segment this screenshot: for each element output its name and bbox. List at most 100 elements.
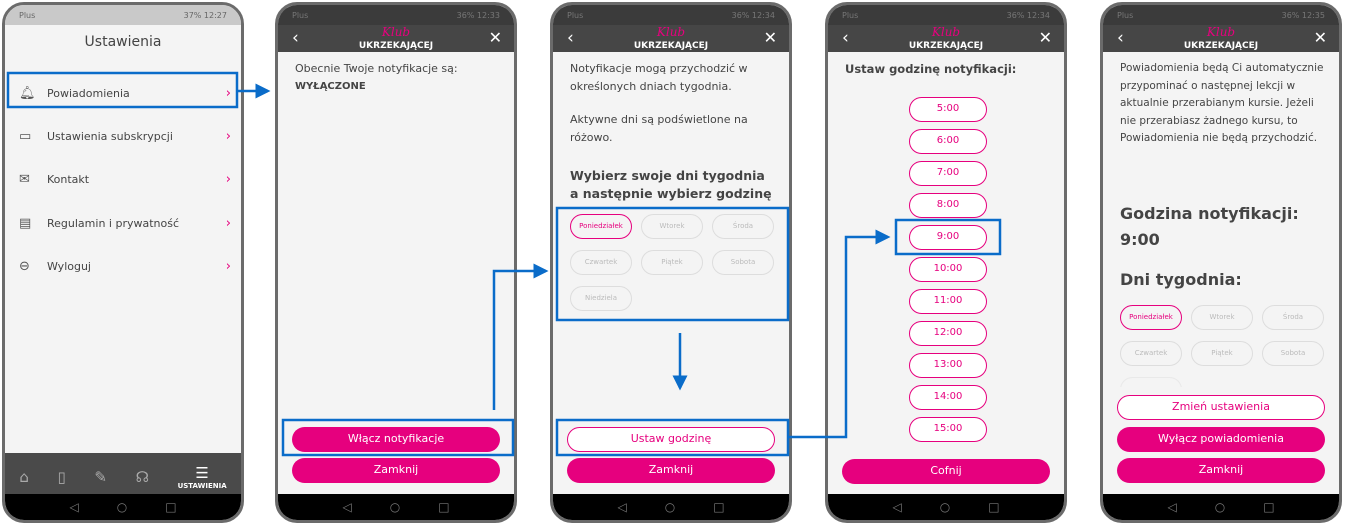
settings-item-subscription[interactable]: ▭Ustawienia subskrypcji› (19, 121, 231, 151)
hour-label: Godzina notyfikacji: (1120, 204, 1299, 223)
edit-icon[interactable]: ✎ (94, 467, 107, 486)
notifications-description: Powiadomienia będą Ci automatycznie przy… (1120, 62, 1324, 144)
hour-value: 9:00 (1120, 230, 1160, 249)
recents-nav-icon[interactable]: □ (1263, 500, 1275, 514)
logo-bottom: UKRZEKAJĄCEJ (358, 41, 434, 51)
item-label: Ustawienia subskrypcji (47, 129, 173, 143)
close-icon[interactable]: ✕ (488, 28, 502, 47)
status-right: 36% 12:34 (731, 10, 775, 20)
change-settings-button[interactable]: Zmień ustawienia (1117, 395, 1325, 420)
settings-item-logout[interactable]: ⊖Wyloguj› (19, 251, 231, 281)
time-option[interactable]: 12:00 (909, 321, 987, 346)
back-icon[interactable]: ‹ (1117, 28, 1124, 48)
logo-top: Klub (931, 25, 961, 39)
day-chip-wednesday[interactable]: Środa (712, 214, 774, 239)
time-option-selected[interactable]: 9:00 (909, 225, 987, 250)
close-button[interactable]: Zamknij (1117, 458, 1325, 483)
day-chip-saturday: Sobota (1262, 341, 1324, 366)
days-info: Notyfikacje mogą przychodzić w określony… (570, 62, 748, 93)
scroll-fade (1103, 377, 1339, 387)
time-option[interactable]: 6:00 (909, 129, 987, 154)
logo-bottom: UKRZEKAJĄCEJ (908, 41, 984, 51)
android-nav: ◁ ○ □ (1103, 494, 1339, 520)
recents-nav-icon[interactable]: □ (988, 500, 1000, 514)
headphones-icon[interactable]: ☊ (135, 467, 149, 486)
carrier: Plus (292, 10, 309, 20)
logo-top: Klub (656, 25, 686, 39)
back-icon[interactable]: ‹ (567, 28, 574, 48)
item-label: Powiadomienia (47, 86, 130, 100)
back-icon[interactable]: ‹ (292, 28, 299, 48)
recents-nav-icon[interactable]: □ (438, 500, 450, 514)
settings-item-terms[interactable]: ▤Regulamin i prywatność› (19, 208, 231, 238)
day-chip-saturday[interactable]: Sobota (712, 250, 774, 275)
settings-item-notifications[interactable]: 🔔︎Powiadomienia› (19, 78, 231, 108)
active-days-info: Aktywne dni są podświetlone na różowo. (570, 113, 748, 144)
home-nav-icon[interactable]: ○ (664, 500, 676, 514)
carrier: Plus (1117, 10, 1134, 20)
back-nav-icon[interactable]: ◁ (1167, 500, 1177, 514)
set-time-heading: Ustaw godzinę notyfikacji: (845, 62, 1017, 76)
close-icon[interactable]: ✕ (1313, 28, 1327, 47)
status-right: 36% 12:34 (1006, 10, 1050, 20)
day-chip-monday[interactable]: Poniedziałek (570, 214, 632, 239)
back-icon[interactable]: ‹ (842, 28, 849, 48)
logout-icon: ⊖ (19, 258, 30, 274)
time-option[interactable]: 8:00 (909, 193, 987, 218)
day-chip-sunday-partial (1120, 377, 1182, 387)
logo-bottom: UKRZEKAJĄCEJ (633, 41, 709, 51)
choose-days-heading: Wybierz swoje dni tygodnia a następnie w… (570, 168, 772, 201)
back-nav-icon[interactable]: ◁ (69, 500, 79, 514)
day-chip-wednesday: Środa (1262, 305, 1324, 330)
time-option[interactable]: 15:00 (909, 417, 987, 442)
chevron-right-icon: › (225, 215, 231, 231)
day-chip-sunday[interactable]: Niedziela (570, 286, 632, 311)
time-option[interactable]: 13:00 (909, 353, 987, 378)
close-button[interactable]: Zamknij (292, 458, 500, 483)
time-option[interactable]: 10:00 (909, 257, 987, 282)
set-time-button[interactable]: Ustaw godzinę (567, 427, 775, 452)
back-nav-icon[interactable]: ◁ (342, 500, 352, 514)
day-chip-thursday[interactable]: Czwartek (570, 250, 632, 275)
time-option[interactable]: 5:00 (909, 97, 987, 122)
close-button[interactable]: Zamknij (567, 458, 775, 483)
recents-nav-icon[interactable]: □ (713, 500, 725, 514)
logo-top: Klub (1206, 25, 1236, 39)
settings-item-contact[interactable]: ✉︎Kontakt› (19, 164, 231, 194)
home-nav-icon[interactable]: ○ (389, 500, 401, 514)
day-chip-friday[interactable]: Piątek (641, 250, 703, 275)
day-chip-tuesday[interactable]: Wtorek (641, 214, 703, 239)
time-option[interactable]: 14:00 (909, 385, 987, 410)
recents-nav-icon[interactable]: □ (165, 500, 177, 514)
close-icon[interactable]: ✕ (1038, 28, 1052, 47)
state-value: WYŁĄCZONE (295, 80, 366, 92)
home-icon[interactable]: ⌂ (19, 467, 29, 486)
back-button[interactable]: Cofnij (842, 459, 1050, 484)
enable-notifications-button[interactable]: Włącz notyfikacje (292, 427, 500, 452)
day-chip-thursday: Czwartek (1120, 341, 1182, 366)
sliders-icon: ☰ (195, 463, 209, 482)
disable-notifications-button[interactable]: Wyłącz powiadomienia (1117, 427, 1325, 452)
days-label: Dni tygodnia: (1120, 270, 1242, 289)
document-icon: ▤ (19, 215, 32, 231)
book-icon[interactable]: ▯ (57, 467, 66, 486)
back-nav-icon[interactable]: ◁ (892, 500, 902, 514)
chevron-right-icon: › (225, 258, 231, 274)
close-icon[interactable]: ✕ (763, 28, 777, 47)
bottom-tab-bar: ⌂ ▯ ✎ ☊ ☰USTAWIENIA (5, 453, 241, 500)
time-option[interactable]: 11:00 (909, 289, 987, 314)
state-label: Obecnie Twoje notyfikacje są: (295, 62, 458, 75)
home-nav-icon[interactable]: ○ (116, 500, 128, 514)
home-nav-icon[interactable]: ○ (1214, 500, 1226, 514)
tab-settings[interactable]: ☰USTAWIENIA (178, 464, 227, 490)
back-nav-icon[interactable]: ◁ (617, 500, 627, 514)
home-nav-icon[interactable]: ○ (939, 500, 951, 514)
time-option[interactable]: 7:00 (909, 161, 987, 186)
